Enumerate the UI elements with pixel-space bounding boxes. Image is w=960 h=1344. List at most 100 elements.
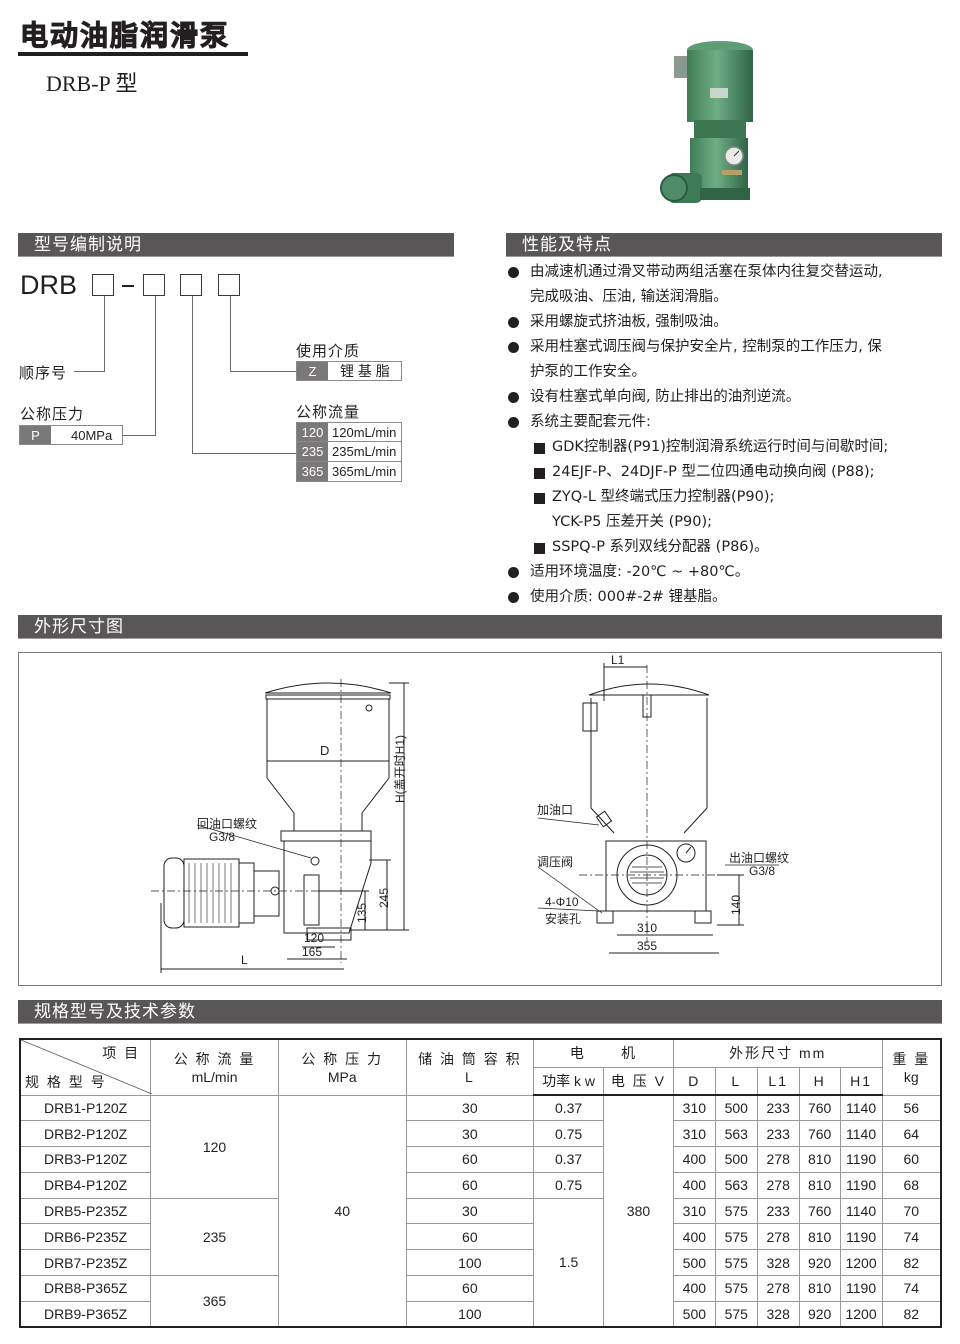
model-code-prefix: DRB [20, 270, 78, 300]
dimension-drawing: D H(盖开时H1) 回油口螺纹 G3/8 245 135 120 165 L … [18, 652, 942, 986]
cell-L1: 233 [756, 1120, 800, 1148]
cell-L: 575 [714, 1223, 758, 1251]
label-flow: 公称流量 [296, 403, 361, 421]
feature-item: 采用螺旋式挤油板, 强制吸油。 [506, 310, 946, 335]
cell-L: 575 [714, 1300, 758, 1328]
cell-model: DRB7-P235Z [19, 1249, 152, 1277]
feature-text: 适用环境温度: -20℃ ~ +80℃。 [530, 564, 750, 580]
feature-item: 设有柱塞式单向阀, 防止排出的油剂逆流。 [506, 385, 946, 410]
cell-weight: 70 [881, 1197, 942, 1225]
cell-power: 0.75 [533, 1120, 605, 1148]
cell-H: 920 [798, 1300, 841, 1328]
bullet-icon [508, 267, 519, 278]
header-motor: 电 机 [533, 1038, 674, 1068]
cell-H: 810 [798, 1146, 841, 1173]
cell-H: 810 [798, 1275, 841, 1302]
cell-H: 810 [798, 1223, 841, 1251]
cell-power: 1.5 [533, 1197, 605, 1328]
header-flow-unit: mL/min [191, 1069, 238, 1086]
label-return-port: 回油口螺纹 [197, 817, 258, 831]
cell-weight: 60 [881, 1146, 942, 1173]
cell-weight: 82 [881, 1249, 942, 1277]
cell-L: 575 [714, 1249, 758, 1277]
cell-flow: 120 [150, 1094, 279, 1199]
title-underline [18, 52, 248, 56]
label-sequence: 顺序号 [19, 364, 68, 382]
cell-volume: 60 [405, 1275, 535, 1302]
cell-power: 0.37 [533, 1094, 605, 1122]
code-box-medium [218, 274, 240, 296]
connector-medium-h [230, 371, 296, 372]
cell-L1: 328 [756, 1300, 800, 1328]
header-volume-unit: L [464, 1069, 475, 1086]
connector-flow [192, 296, 193, 453]
dim-355: 355 [637, 939, 658, 953]
dim-245: 245 [377, 887, 391, 908]
header-item-model: 项 目 规 格 型 号 [19, 1038, 152, 1096]
cell-D: 400 [672, 1146, 716, 1173]
cell-H1: 1190 [839, 1171, 883, 1199]
code-dash [122, 285, 134, 287]
cell-L1: 233 [756, 1094, 800, 1122]
cell-weight: 68 [881, 1171, 942, 1199]
feature-text: 由减速机通过滑叉带动两组活塞在泵体内往复交替运动, [530, 264, 883, 280]
table-row: DRB6-P235Z 60 400 575 278 810 1190 74 [19, 1223, 942, 1251]
cell-L1: 278 [756, 1223, 800, 1251]
feature-continuation: 完成吸油、压油, 输送润滑脂。 [530, 289, 728, 305]
cell-H1: 1140 [839, 1120, 883, 1148]
dim-135: 135 [355, 902, 369, 923]
cell-H: 760 [798, 1197, 841, 1225]
component-item: SSPQ-P 系列双线分配器 (P86)。 [506, 535, 946, 560]
option-key: Z [297, 362, 328, 380]
cell-H1: 1190 [839, 1223, 883, 1251]
cell-H1: 1190 [839, 1146, 883, 1173]
header-H1: H1 [839, 1066, 883, 1096]
cell-pressure: 40 [277, 1094, 407, 1328]
table-row: DRB5-P235Z 235 30 1.5 310 575 233 760 11… [19, 1197, 942, 1328]
feature-item: 系统主要配套元件: [506, 410, 946, 435]
code-box-pressure [143, 274, 165, 296]
header-H: H [798, 1066, 841, 1096]
option-flow-120: 120 120mL/min [296, 422, 402, 442]
cell-H1: 1140 [839, 1094, 883, 1122]
bullet-icon [508, 417, 519, 428]
cell-D: 400 [672, 1171, 716, 1199]
cell-L1: 278 [756, 1275, 800, 1302]
section-header-drawing: 外形尺寸图 [18, 615, 942, 639]
component-item: ZYQ-L 型终端式压力控制器(P90); [506, 485, 946, 510]
feature-item: 由减速机通过滑叉带动两组活塞在泵体内往复交替运动, [506, 260, 946, 285]
dim-120: 120 [304, 931, 325, 945]
option-key: 365 [297, 462, 328, 481]
connector-sequence [104, 296, 105, 371]
option-value: 120mL/min [332, 424, 397, 440]
section-header-model-code: 型号编制说明 [18, 233, 454, 257]
cell-H: 760 [798, 1094, 841, 1122]
option-flow-list: 120 120mL/min 235 235mL/min 365 365mL/mi… [296, 422, 402, 482]
cell-flow: 365 [150, 1275, 279, 1328]
cell-D: 310 [672, 1120, 716, 1148]
cell-L: 563 [714, 1120, 758, 1148]
header-pressure-label: 公 称 压 力 [301, 1051, 384, 1068]
option-flow-365: 365 365mL/min [296, 462, 402, 482]
cell-model: DRB5-P235Z [19, 1197, 152, 1225]
cell-L: 563 [714, 1171, 758, 1199]
feature-text: 系统主要配套元件: [530, 414, 651, 430]
cell-D: 310 [672, 1094, 716, 1122]
header-L1: L1 [756, 1066, 800, 1096]
label-relief-valve: 调压阀 [537, 855, 574, 869]
cell-power: 0.37 [533, 1146, 605, 1173]
pump-photo [660, 41, 753, 203]
option-value: 40MPa [71, 427, 113, 443]
cell-L: 575 [714, 1275, 758, 1302]
connector-pressure [155, 296, 156, 435]
option-pressure: P 40MPa [19, 425, 123, 445]
cell-H1: 1190 [839, 1275, 883, 1302]
diagonal-line [21, 1040, 152, 1094]
cell-model: DRB3-P120Z [19, 1146, 152, 1173]
cell-L: 500 [714, 1094, 758, 1122]
dim-L1: L1 [611, 653, 625, 667]
option-value: 锂 基 脂 [340, 363, 390, 379]
